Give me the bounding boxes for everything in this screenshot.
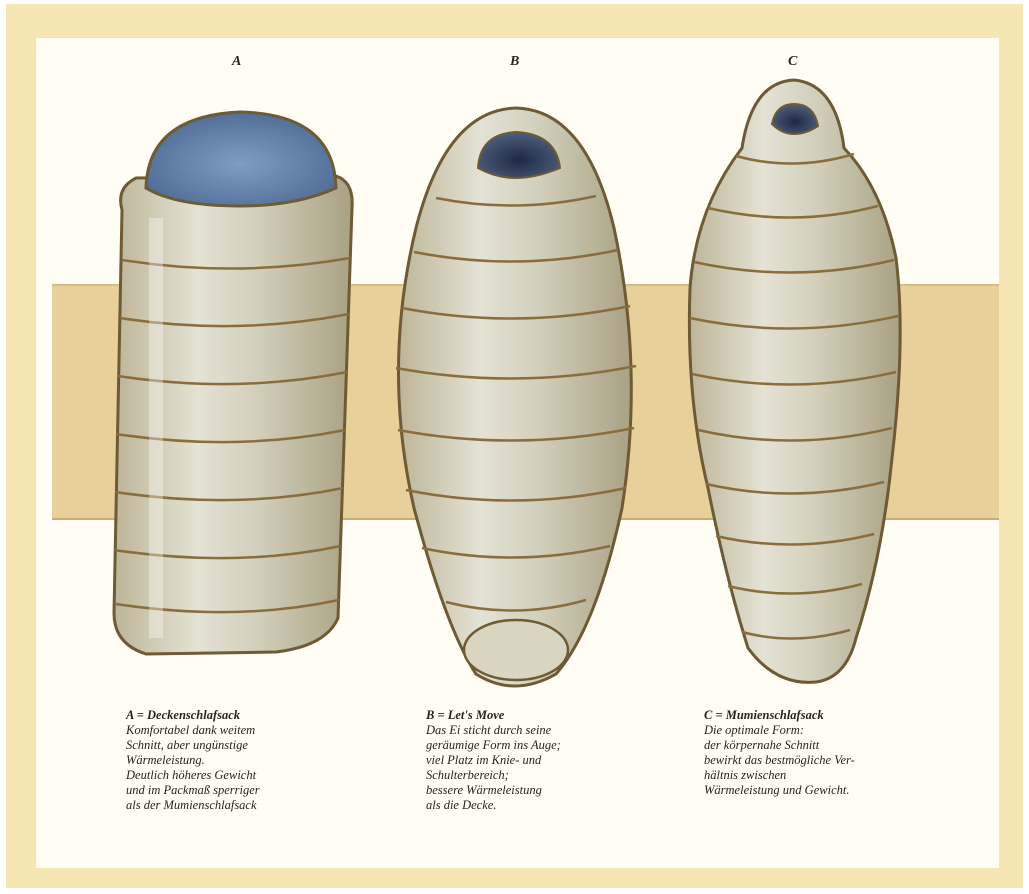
- sleeping-bag-c: [689, 80, 900, 682]
- caption-c-line: der körpernahe Schnitt: [704, 738, 855, 753]
- caption-b-line: Das Ei sticht durch seine: [426, 723, 561, 738]
- caption-c-line: bewirkt das bestmögliche Ver-: [704, 753, 855, 768]
- caption-a-heading: A = Deckenschlafsack: [126, 708, 260, 723]
- caption-b-line: geräumige Form ins Auge;: [426, 738, 561, 753]
- caption-a-line: Wärmeleistung.: [126, 753, 260, 768]
- illustration-panel: A B C A = Deckenschlafsack Komfortabel d…: [36, 38, 999, 868]
- caption-a-line: Schnitt, aber ungünstige: [126, 738, 260, 753]
- caption-c-line: Die optimale Form:: [704, 723, 855, 738]
- caption-b-line: als die Decke.: [426, 798, 561, 813]
- caption-a-line: Deutlich höheres Gewicht: [126, 768, 260, 783]
- sleeping-bag-a: [114, 112, 352, 654]
- caption-c: C = Mumienschlafsack Die optimale Form: …: [704, 708, 855, 798]
- caption-c-heading: C = Mumienschlafsack: [704, 708, 855, 723]
- caption-c-line: Wärmeleistung und Gewicht.: [704, 783, 855, 798]
- figure-letter-b: B: [510, 54, 519, 70]
- figure-letter-c: C: [788, 54, 797, 70]
- caption-b-line: viel Platz im Knie- und: [426, 753, 561, 768]
- caption-a: A = Deckenschlafsack Komfortabel dank we…: [126, 708, 260, 813]
- figure-letter-a: A: [232, 54, 241, 70]
- illustration-frame: A B C A = Deckenschlafsack Komfortabel d…: [6, 4, 1023, 888]
- caption-b-line: Schulterbereich;: [426, 768, 561, 783]
- caption-b: B = Let's Move Das Ei sticht durch seine…: [426, 708, 561, 813]
- caption-a-line: als der Mumienschlafsack: [126, 798, 260, 813]
- caption-c-line: hältnis zwischen: [704, 768, 855, 783]
- caption-b-heading: B = Let's Move: [426, 708, 561, 723]
- sleeping-bag-b: [396, 108, 636, 686]
- caption-a-line: und im Packmaß sperriger: [126, 783, 260, 798]
- caption-a-line: Komfortabel dank weitem: [126, 723, 260, 738]
- caption-b-line: bessere Wärmeleistung: [426, 783, 561, 798]
